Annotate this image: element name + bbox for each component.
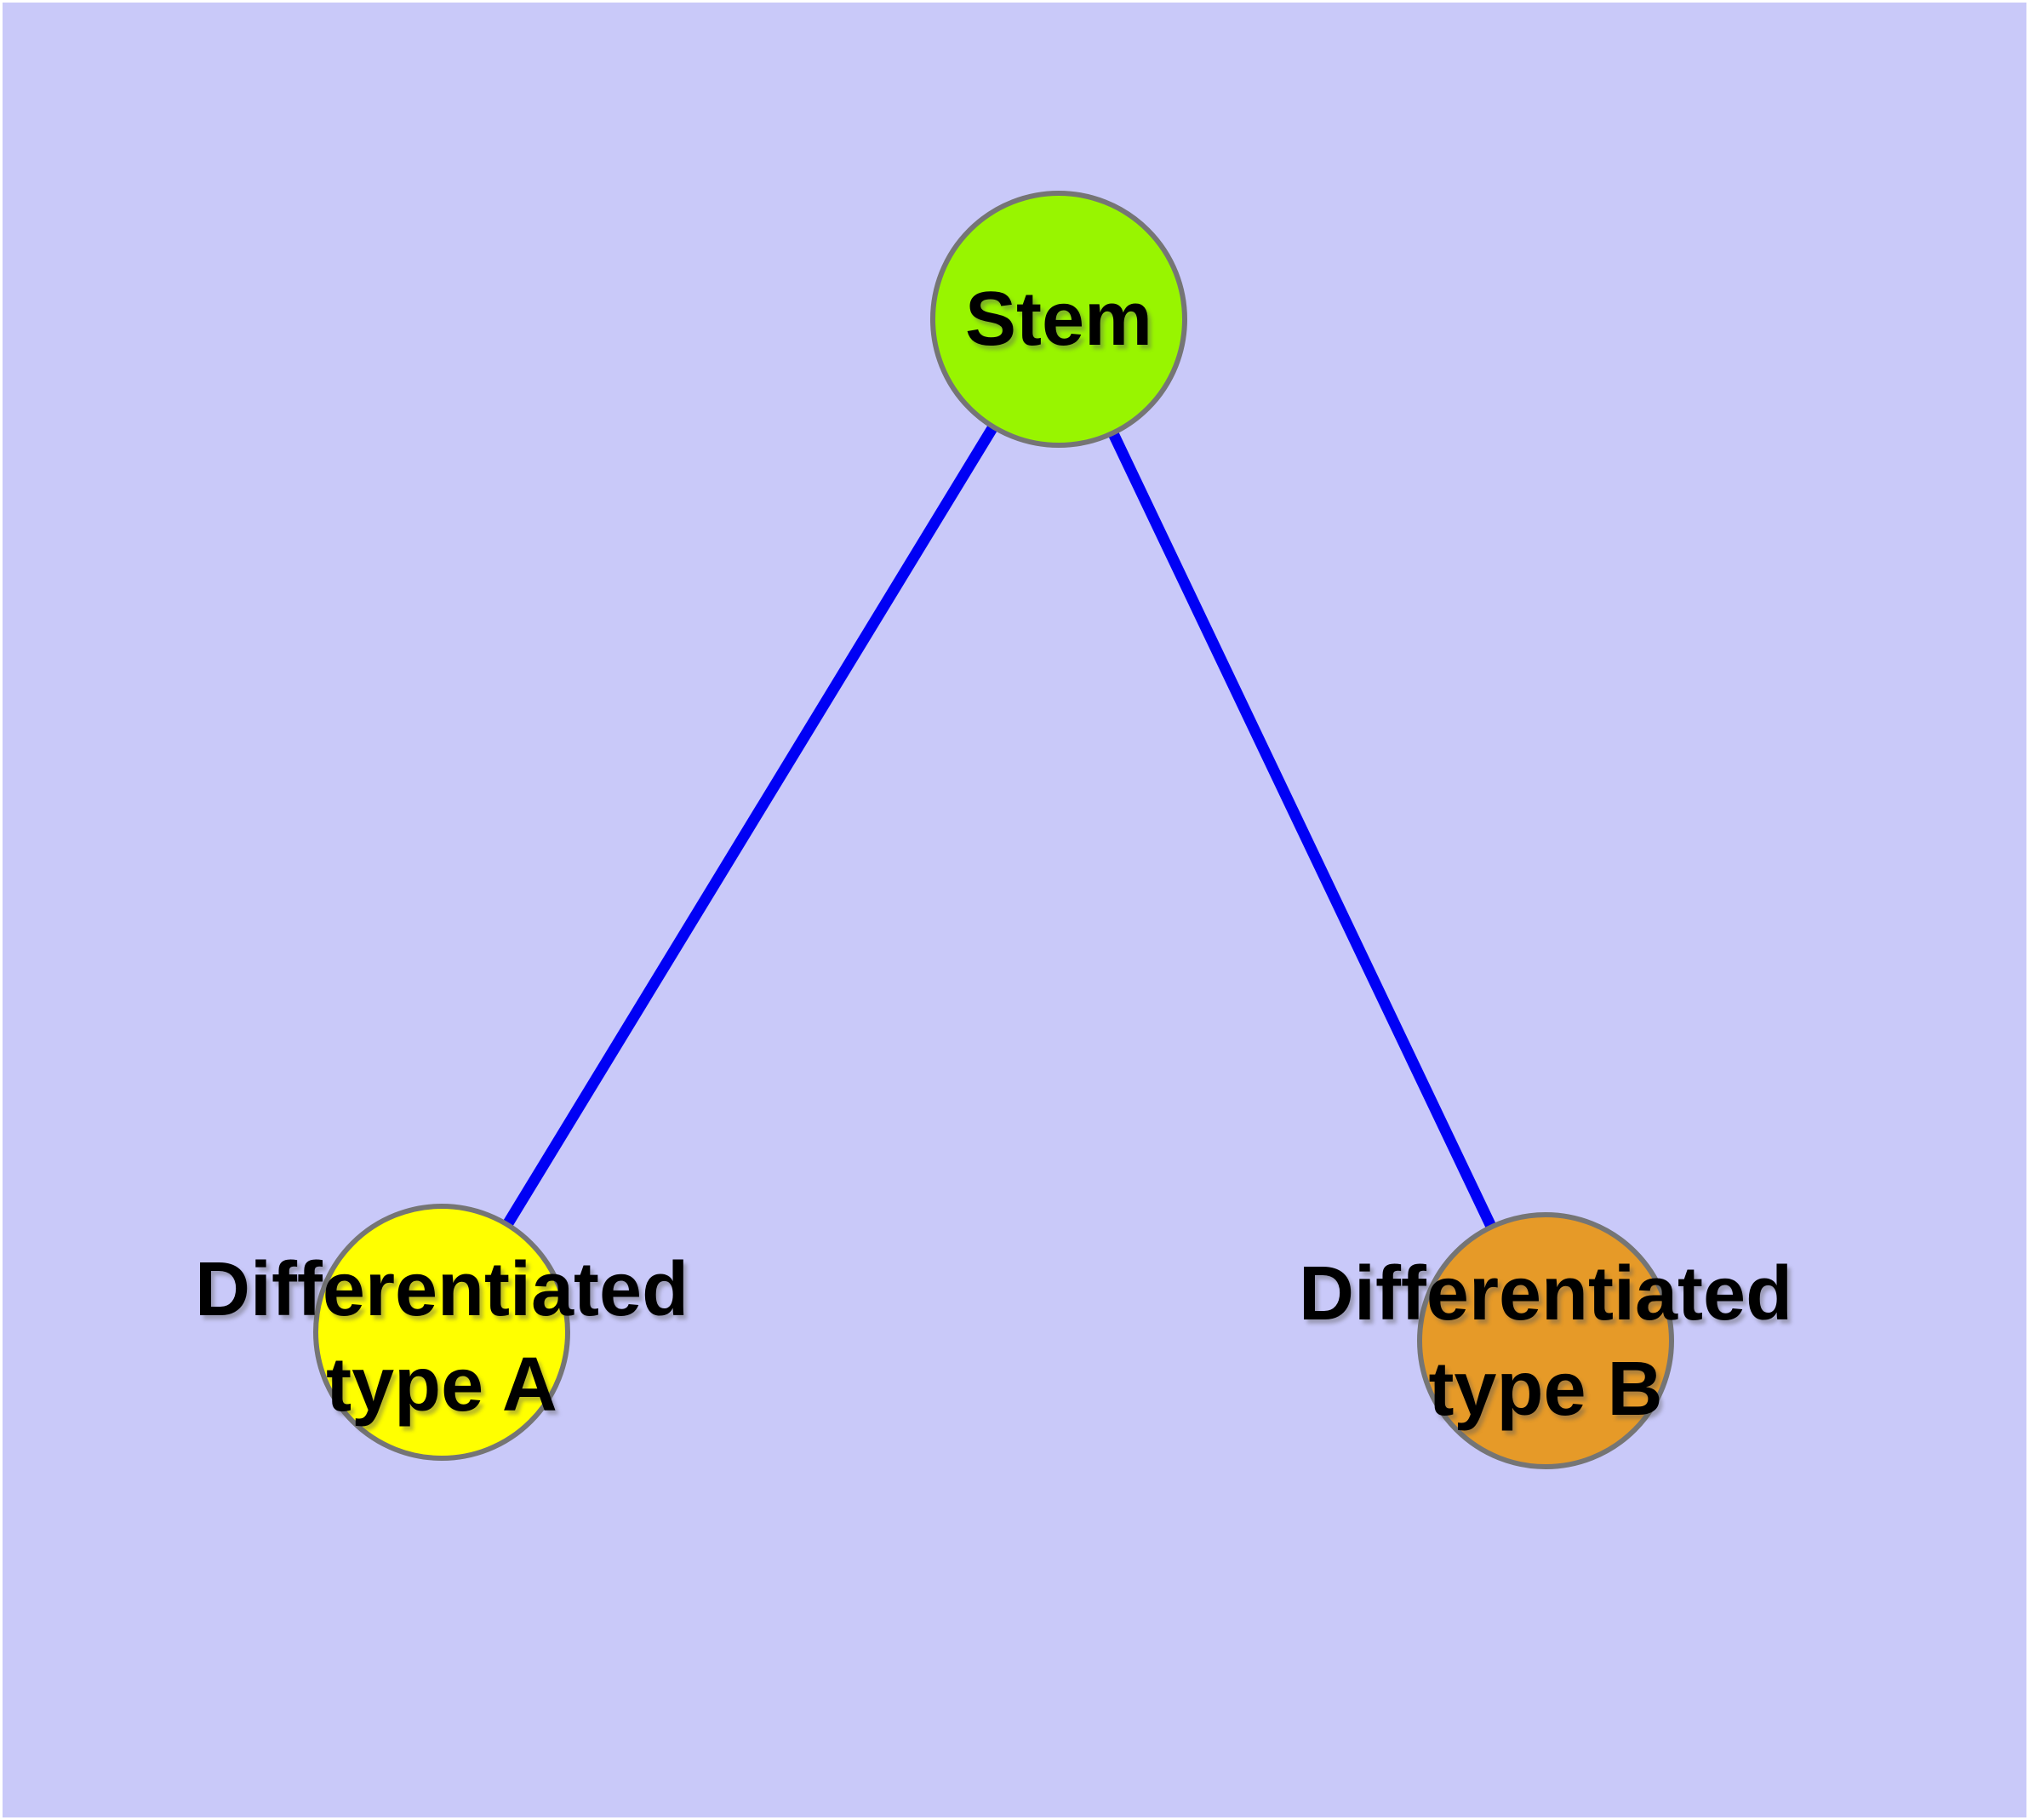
edge-stem-to-type-b xyxy=(1054,317,1551,1343)
node-stem-label: Stem xyxy=(964,277,1153,362)
node-differentiated-type-b xyxy=(1417,1212,1674,1469)
node-differentiated-type-b-label: Differentiated type B xyxy=(1298,1251,1793,1432)
node-differentiated-type-a-label: Differentiated type A xyxy=(194,1247,689,1428)
node-differentiated-type-a xyxy=(313,1204,570,1461)
edge-stem-to-type-a xyxy=(437,316,1064,1336)
node-stem xyxy=(930,191,1187,448)
